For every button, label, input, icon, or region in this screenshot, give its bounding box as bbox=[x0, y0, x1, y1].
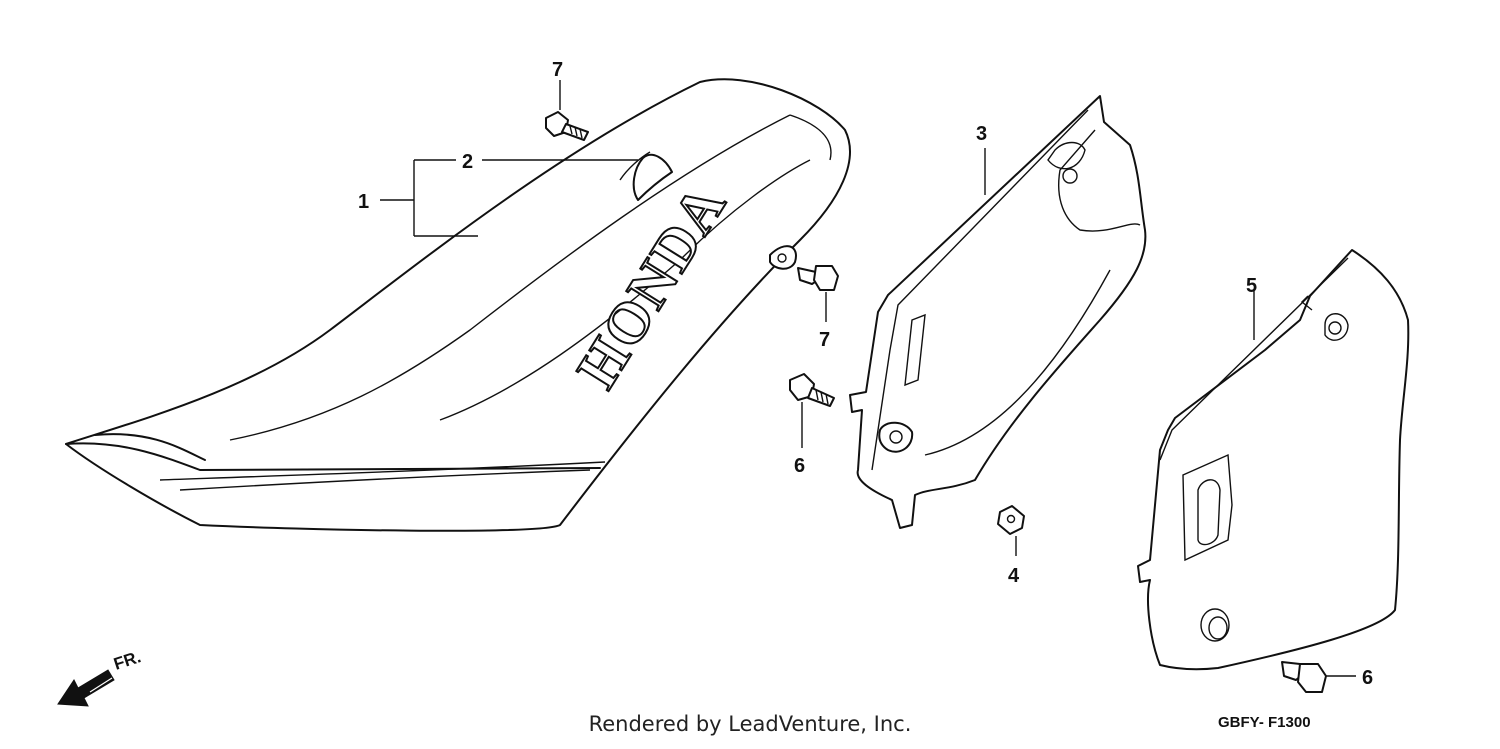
callout-1[interactable]: 1 bbox=[358, 191, 369, 213]
seat-part[interactable]: HONDA bbox=[65, 78, 851, 532]
bolt-7-top[interactable] bbox=[545, 80, 589, 141]
callout-5[interactable]: 5 bbox=[1246, 275, 1257, 297]
callout-7-top[interactable]: 7 bbox=[552, 59, 563, 81]
clip-nut-part[interactable] bbox=[997, 505, 1025, 556]
callout-2[interactable]: 2 bbox=[462, 151, 473, 173]
callout-6-left[interactable]: 6 bbox=[794, 455, 805, 477]
bolt-6-left[interactable] bbox=[789, 373, 835, 448]
footer-credit: Rendered by LeadVenture, Inc. bbox=[588, 712, 912, 736]
front-direction-arrow-icon bbox=[57, 669, 116, 707]
direction-label: FR. bbox=[111, 647, 143, 674]
seat-emblem-part[interactable] bbox=[619, 151, 673, 201]
callout-7-mid[interactable]: 7 bbox=[819, 329, 830, 351]
callout-4[interactable]: 4 bbox=[1008, 565, 1020, 587]
callout-6-right[interactable]: 6 bbox=[1362, 667, 1373, 689]
left-side-cover-part[interactable] bbox=[849, 95, 1147, 529]
right-side-cover-part[interactable] bbox=[1137, 249, 1410, 671]
bolt-6-right[interactable] bbox=[1281, 661, 1356, 693]
bolt-7-mid[interactable] bbox=[797, 265, 839, 322]
callout-3[interactable]: 3 bbox=[976, 123, 987, 145]
diagram-code: GBFY- F1300 bbox=[1218, 714, 1311, 731]
callout-leaders-seat bbox=[380, 159, 638, 237]
